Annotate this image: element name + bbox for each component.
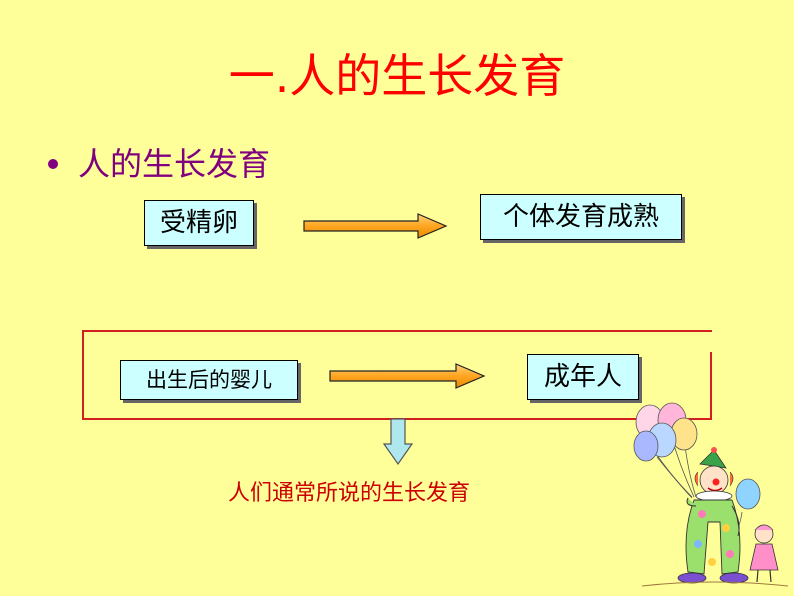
highlight-frame-right-edge — [710, 352, 712, 418]
bullet-item: 人的生长发育 — [48, 142, 270, 186]
adult-box: 成年人 — [527, 354, 639, 400]
bullet-dot-icon — [48, 159, 58, 169]
slide-title: 一.人的生长发育 — [228, 49, 566, 103]
fertilized-egg-box: 受精卵 — [144, 200, 254, 246]
bullet-text: 人的生长发育 — [78, 145, 271, 183]
right-arrow-icon — [303, 213, 448, 239]
right-arrow-icon — [329, 363, 486, 389]
mature-individual-box: 个体发育成熟 — [480, 194, 682, 240]
clown-with-balloons-and-child-icon — [633, 402, 789, 587]
caption-text: 人们通常所说的生长发育 — [228, 481, 471, 506]
down-arrow-icon — [383, 418, 413, 466]
newborn-box: 出生后的婴儿 — [120, 360, 298, 400]
